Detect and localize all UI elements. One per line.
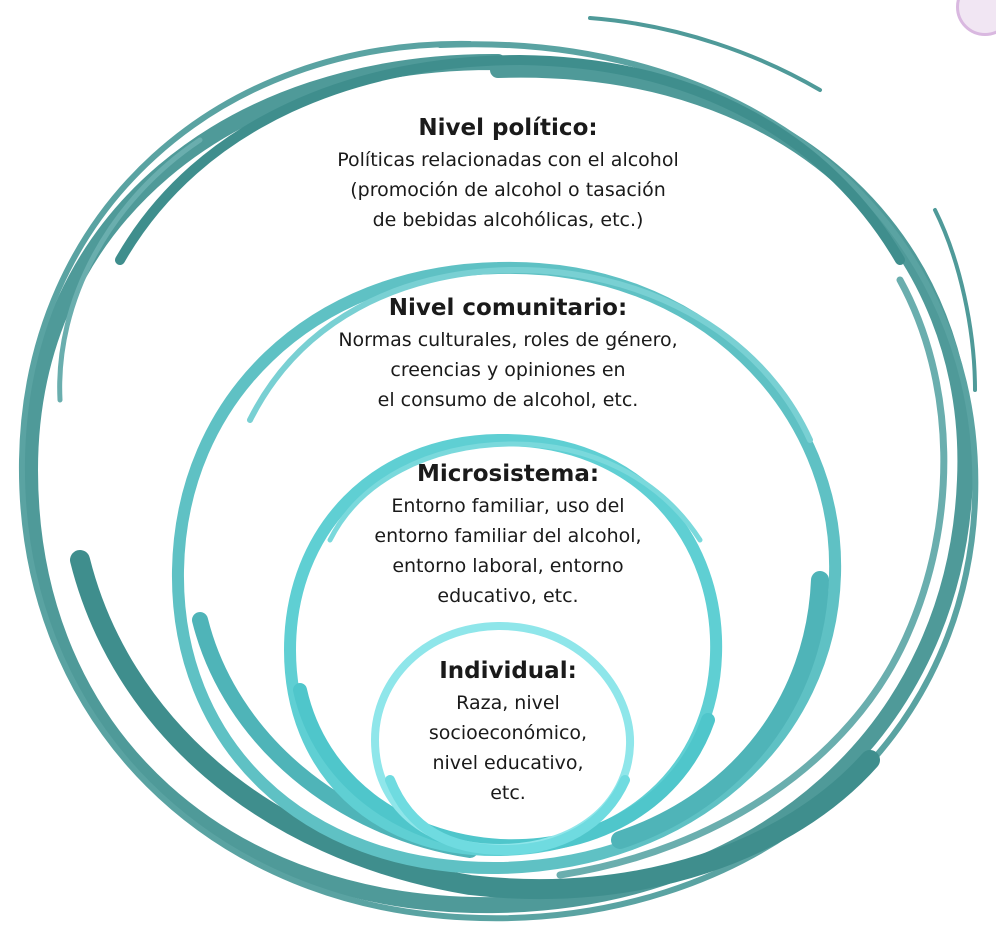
outer-ring-stroke xyxy=(588,16,822,92)
outer-ring-stroke xyxy=(115,54,905,265)
level-comunitario: Nivel comunitario: Normas culturales, ro… xyxy=(268,293,748,415)
level-individual-line: socioeconómico, xyxy=(428,722,588,744)
level-comunitario-line: Normas culturales, roles de género, xyxy=(338,329,678,351)
community-ring-stroke xyxy=(611,571,829,849)
outer-ring-stroke xyxy=(556,276,948,879)
inner-ring-stroke xyxy=(385,775,630,856)
outer-ring-stroke xyxy=(57,137,203,403)
outer-ring-politico xyxy=(18,16,979,922)
level-individual-line: Raza, nivel xyxy=(456,692,560,714)
level-comunitario-line: creencias y opiniones en xyxy=(390,359,626,381)
level-comunitario-line: el consumo de alcohol, etc. xyxy=(377,389,639,411)
level-comunitario-title: Nivel comunitario: xyxy=(388,295,628,321)
level-microsistema: Microsistema: Entorno familiar, uso del … xyxy=(318,459,698,611)
level-individual: Individual: Raza, nivel socioeconómico, … xyxy=(358,656,658,808)
level-politico-line: Políticas relacionadas con el alcohol xyxy=(337,149,679,171)
community-ring-stroke xyxy=(247,266,813,443)
outer-ring-stroke xyxy=(933,208,977,392)
level-microsistema-line: educativo, etc. xyxy=(437,585,579,607)
level-microsistema-title: Microsistema: xyxy=(416,461,600,487)
level-politico-title: Nivel político: xyxy=(418,115,598,141)
level-microsistema-line: entorno laboral, entorno xyxy=(392,555,624,577)
level-individual-line: nivel educativo, xyxy=(432,752,584,774)
level-microsistema-line: entorno familiar del alcohol, xyxy=(374,525,642,547)
ring-individual xyxy=(370,621,635,856)
level-microsistema-line: Entorno familiar, uso del xyxy=(391,495,625,517)
micro-ring-stroke xyxy=(327,441,703,543)
level-politico: Nivel político: Políticas relacionadas c… xyxy=(268,113,748,235)
community-ring-stroke xyxy=(171,261,842,875)
level-politico-line: (promoción de alcohol o tasación xyxy=(350,179,666,201)
outer-ring-stroke xyxy=(18,40,979,922)
level-individual-title: Individual: xyxy=(439,658,577,684)
level-individual-line: etc. xyxy=(490,782,526,804)
outer-ring-stroke xyxy=(70,550,880,900)
level-politico-line: de bebidas alcohólicas, etc.) xyxy=(372,209,644,231)
